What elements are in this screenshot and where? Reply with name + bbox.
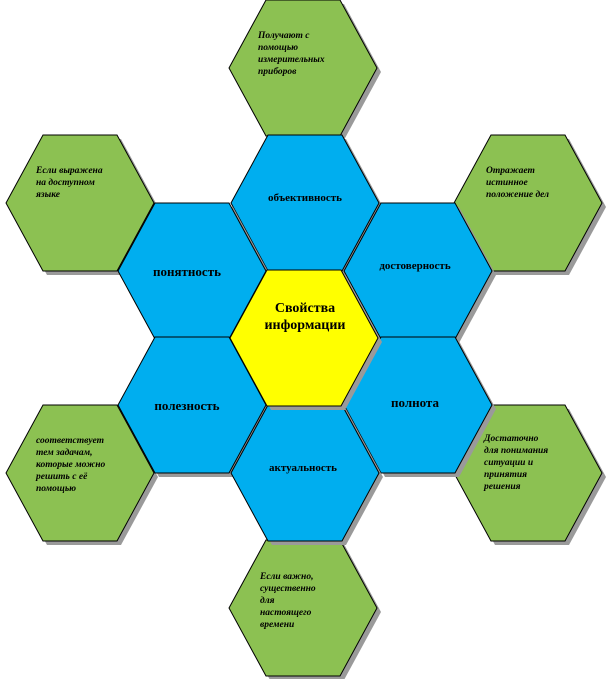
note-top-hexagon xyxy=(228,0,381,140)
note-top-hexagon-shape xyxy=(228,0,378,137)
property-usefulness-hexagon xyxy=(117,336,270,477)
property-relevance-hexagon xyxy=(230,404,383,545)
note-bottom-left-hexagon-shape xyxy=(5,404,155,542)
center-hexagon xyxy=(229,269,382,410)
property-understandability-hexagon xyxy=(117,202,270,343)
note-bottom-right-hexagon xyxy=(453,404,606,545)
note-left-hexagon-shape xyxy=(5,134,155,272)
note-bottom-hexagon xyxy=(228,539,381,680)
property-reliability-hexagon xyxy=(343,202,496,343)
note-left-hexagon xyxy=(5,134,158,275)
note-bottom-hexagon-shape xyxy=(228,539,378,677)
note-bottom-left-hexagon xyxy=(5,404,158,545)
center-hexagon-shape xyxy=(229,269,379,407)
property-objectivity-hexagon xyxy=(230,134,383,275)
property-completeness-hexagon xyxy=(343,336,496,477)
property-completeness-hexagon-shape xyxy=(343,336,493,474)
